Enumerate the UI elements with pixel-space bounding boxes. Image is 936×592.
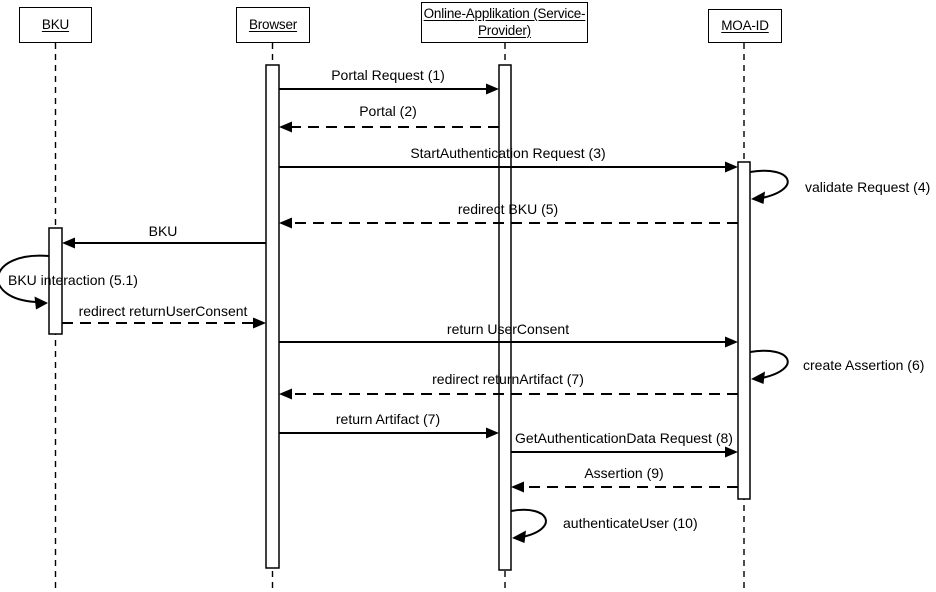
arrow-start-authentication-request [279, 161, 738, 173]
message-label-get-authentication-data-request: GetAuthenticationData Request (8) [515, 430, 733, 446]
participant-box-online-applikation: Online-Applikation (Service- Provider) [421, 2, 588, 43]
participant-box-browser: Browser [236, 7, 310, 43]
arrow-assertion [511, 481, 738, 493]
activation-bar-browser [265, 64, 280, 569]
arrow-bku [62, 237, 266, 249]
message-label-validate-request: validate Request (4) [805, 179, 931, 195]
message-label-bku: BKU [148, 223, 178, 239]
message-label-authenticate-user: authenticateUser (10) [563, 515, 698, 531]
arrow-redirect-bku [279, 217, 738, 229]
message-label-redirect-return-user-consent: redirect returnUserConsent [78, 303, 248, 319]
activation-bar-online-applikation [498, 64, 512, 571]
activation-bar-bku [48, 227, 63, 335]
arrow-get-authentication-data-request [511, 446, 738, 458]
message-label-assertion: Assertion (9) [584, 465, 664, 481]
activation-bar-moa-id [737, 161, 751, 500]
message-label-portal-request: Portal Request (1) [331, 67, 445, 83]
participant-box-bku: BKU [19, 7, 92, 43]
message-label-return-user-consent: return UserConsent [446, 321, 570, 337]
self-loop-bku-interaction [0, 254, 50, 310]
message-label-return-artifact: return Artifact (7) [335, 411, 441, 427]
arrow-portal-return [279, 121, 499, 133]
message-label-bku-interaction: BKU interaction (5.1) [8, 272, 138, 288]
self-loop-create-assertion [749, 349, 789, 384]
message-label-create-assertion: create Assertion (6) [803, 357, 925, 373]
message-label-start-authentication-request: StartAuthentication Request (3) [410, 145, 606, 161]
self-loop-authenticate-user [510, 508, 547, 543]
message-label-redirect-bku: redirect BKU (5) [457, 201, 559, 217]
arrow-portal-request [279, 83, 499, 95]
arrow-return-artifact [279, 427, 499, 439]
self-loop-validate-request [749, 169, 789, 204]
participant-box-moa-id: MOA-ID [708, 9, 782, 43]
arrow-redirect-return-artifact [279, 388, 738, 400]
arrow-return-user-consent [279, 336, 738, 348]
message-label-redirect-return-artifact: redirect returnArtifact (7) [432, 371, 584, 387]
message-label-portal-return: Portal (2) [359, 103, 417, 119]
arrow-redirect-return-user-consent [62, 317, 266, 329]
